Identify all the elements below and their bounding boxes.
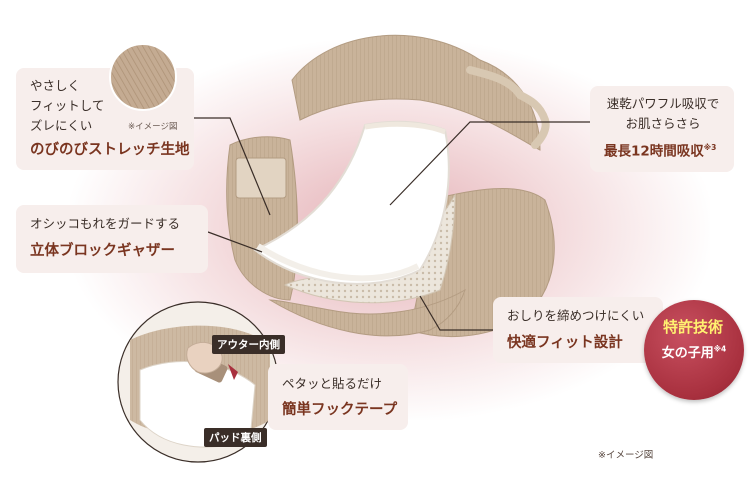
fit-callout: おしりを締めつけにくい 快適フィット設計 (493, 297, 663, 363)
pad-side-tag: パッド裏側 (204, 428, 267, 447)
absorb-line-2: お肌さらさら (625, 116, 701, 131)
patent-subtitle-wrap: 女の子用※4 (652, 342, 736, 361)
absorb-line-1: 速乾パワフル吸収で (606, 96, 720, 111)
absorb-note: ※3 (703, 143, 717, 152)
waist-ruffle (466, 66, 550, 149)
stretch-line-2: フィットして (30, 98, 105, 113)
hook-tape-patch (235, 157, 287, 199)
image-footnote: ※イメージ図 (598, 450, 654, 461)
stretch-description: やさしく フィットして ズレにくい (30, 76, 104, 136)
patent-badge: 特許技術 女の子用※4 (644, 300, 744, 400)
leader-gather (207, 231, 263, 253)
gather-edge-inner (364, 121, 446, 135)
stretch-line-1: やさしく (30, 78, 81, 93)
leader-absorb (389, 121, 590, 206)
stretch-line-3: ズレにくい (30, 118, 93, 133)
gather-edge (256, 243, 420, 282)
fit-description: おしりを締めつけにくい (507, 308, 645, 323)
zoom-arrow (228, 364, 238, 380)
absorb-callout: 速乾パワフル吸収で お肌さらさら 最長12時間吸収※3 (590, 86, 734, 172)
stretch-fabric-callout: やさしく フィットして ズレにくい ※イメージ図 のびのびストレッチ生地 (16, 68, 194, 170)
gather-description: オシッコもれをガードする (30, 216, 181, 231)
hook-tape-callout: ペタッと貼るだけ 簡単フックテープ (268, 364, 408, 430)
patent-subtitle: 女の子用 (661, 346, 714, 361)
patent-note: ※4 (713, 344, 727, 354)
leader-fit (419, 295, 493, 331)
garment-bottom (268, 288, 466, 337)
hook-title: 簡単フックテープ (282, 402, 398, 418)
fit-title: 快適フィット設計 (507, 335, 623, 351)
stretch-title: のびのびストレッチ生地 (30, 142, 190, 158)
leader-stretch (194, 117, 271, 216)
absorb-title: 最長12時間吸収 (604, 143, 704, 160)
absorbent-pad (253, 120, 450, 285)
hook-description: ペタッと貼るだけ (282, 376, 383, 391)
patent-title: 特許技術 (662, 318, 723, 336)
outer-side-tag: アウター内側 (212, 335, 285, 354)
stretch-image-note: ※イメージ図 (128, 122, 178, 132)
gather-callout: オシッコもれをガードする 立体ブロックギャザー (16, 205, 208, 273)
absorb-title-wrap: 最長12時間吸収※3 (604, 138, 716, 162)
gather-title: 立体ブロックギャザー (30, 243, 175, 259)
